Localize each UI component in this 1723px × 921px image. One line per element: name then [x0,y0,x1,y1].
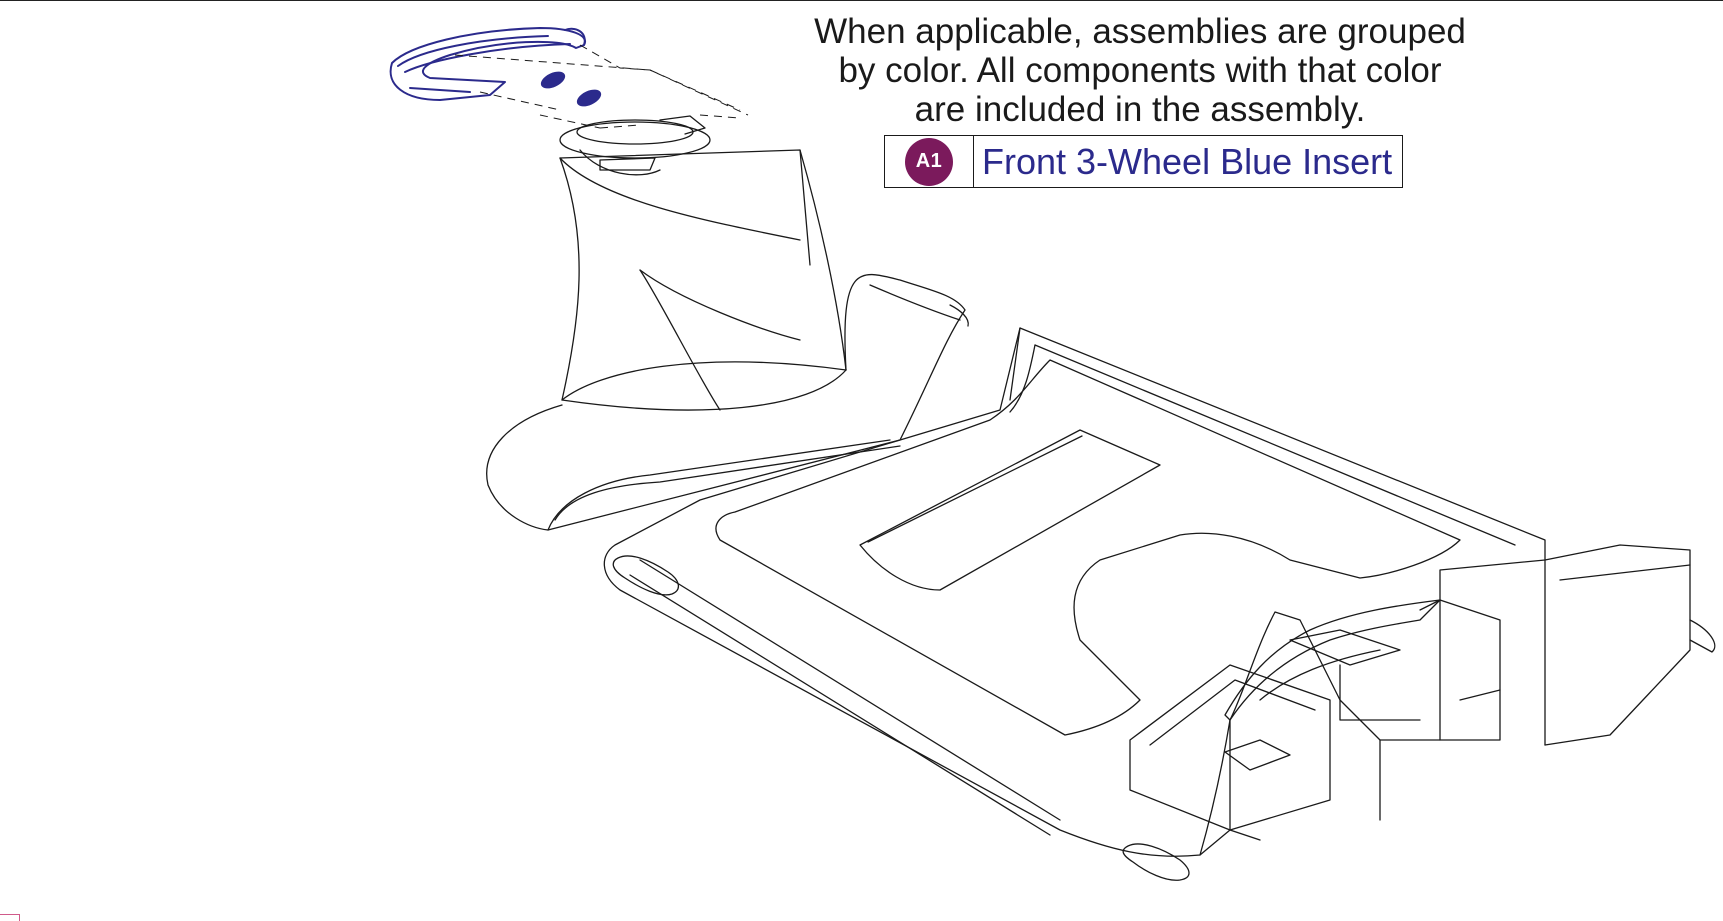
tiller-shroud [559,115,847,411]
rear-fender [1199,599,1441,856]
rear-battery-boxes [1129,544,1716,831]
corner-mark [0,914,20,921]
blue-insert-assembly [389,27,587,101]
note-line-2: by color. All components with that color [838,51,1442,90]
assembly-legend: A1 Front 3-Wheel Blue Insert [884,135,1404,188]
assembly-badge-a1: A1 [905,137,953,186]
top-border [0,0,1723,1]
front-shroud-base [486,273,969,531]
note-line-3: are included in the assembly. [914,90,1366,129]
blue-insert-grommet-2 [576,89,602,107]
floorboard [603,327,1546,881]
note-line-1: When applicable, assemblies are grouped [814,12,1466,51]
legend-badge-cell: A1 [885,136,974,187]
explode-leader-lines [454,44,749,129]
assembly-note: When applicable, assemblies are grouped … [770,12,1510,129]
legend-label: Front 3-Wheel Blue Insert [982,140,1393,182]
blue-insert-grommet-1 [540,71,566,89]
